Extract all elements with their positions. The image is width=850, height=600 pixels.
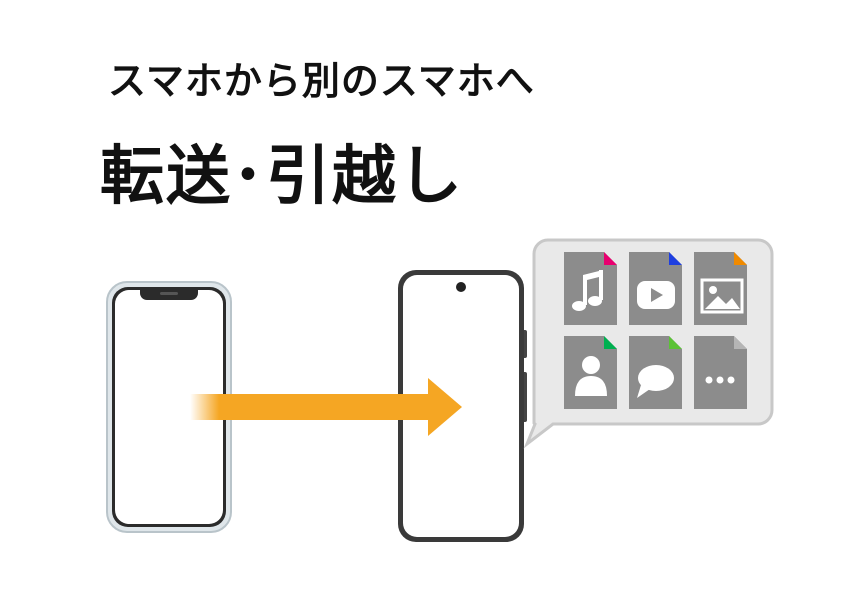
contact-person-icon xyxy=(575,356,607,396)
message-bubble-icon xyxy=(637,365,674,398)
video-play-icon xyxy=(637,281,675,309)
old-phone xyxy=(106,281,232,533)
photo-icon xyxy=(700,278,744,314)
camera-hole xyxy=(456,282,466,292)
new-phone xyxy=(398,270,527,542)
video-file-tile xyxy=(629,252,682,325)
photo-file-tile xyxy=(694,252,747,325)
message-file-tile xyxy=(629,336,682,409)
transfer-arrow xyxy=(190,378,462,436)
more-file-tile xyxy=(694,336,747,409)
more-dots-icon xyxy=(705,376,735,384)
headline-title: 転送･引越し xyxy=(100,140,464,214)
music-file-tile xyxy=(564,252,617,325)
music-note-icon xyxy=(572,270,603,311)
contact-file-tile xyxy=(564,336,617,409)
headline-subtitle: スマホから別のスマホへ xyxy=(108,59,535,103)
